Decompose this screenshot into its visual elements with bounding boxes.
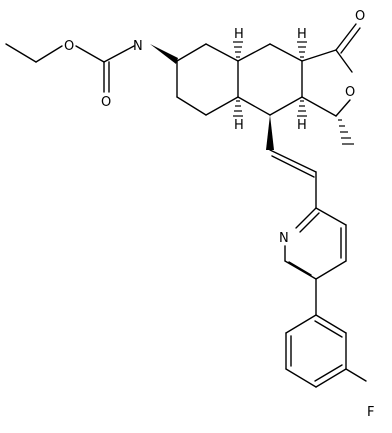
bond — [205, 43, 239, 62]
bonds — [5, 23, 367, 388]
bond — [288, 261, 312, 276]
hashed-bond — [233, 41, 354, 145]
atom-label-h: H — [297, 118, 307, 133]
atom-label-o: O — [355, 9, 365, 24]
bond — [284, 260, 317, 280]
bond — [285, 314, 317, 334]
bond — [271, 155, 315, 178]
atom-label-o: O — [64, 39, 74, 54]
atom-label-h: H — [234, 118, 244, 133]
bond — [75, 45, 105, 63]
atom-label-n: N — [279, 231, 289, 246]
bond — [301, 96, 337, 117]
atom-label-o: O — [345, 85, 355, 100]
atom-label-o: O — [101, 95, 111, 110]
bond — [335, 49, 353, 73]
bond — [335, 23, 357, 51]
bond — [315, 260, 347, 280]
bond — [176, 43, 207, 62]
bond — [301, 49, 337, 62]
bond — [205, 96, 239, 116]
bond — [299, 212, 320, 233]
bond — [345, 368, 367, 382]
atom-label-n: N — [133, 39, 143, 54]
bond — [315, 368, 347, 388]
bond — [285, 368, 317, 388]
bond — [269, 96, 303, 116]
atom-label-h: H — [234, 27, 244, 42]
bond — [237, 43, 271, 62]
bond — [314, 364, 343, 382]
atom-label-f: F — [367, 405, 374, 420]
wedge-bond — [150, 44, 178, 64]
bond — [295, 207, 317, 229]
bond — [340, 27, 361, 54]
bond — [269, 149, 317, 173]
bond — [5, 43, 37, 63]
bond — [103, 45, 135, 63]
wedge-bond — [266, 115, 274, 150]
bond — [269, 43, 303, 62]
bond — [315, 207, 347, 226]
atom-label-h: H — [297, 27, 307, 42]
atom-labels: O O N H H O O H H N F — [64, 9, 374, 420]
bond — [335, 99, 351, 117]
bond — [176, 96, 207, 116]
bond — [35, 45, 63, 63]
bond — [237, 96, 271, 116]
bond — [315, 314, 347, 334]
bond — [314, 320, 343, 338]
